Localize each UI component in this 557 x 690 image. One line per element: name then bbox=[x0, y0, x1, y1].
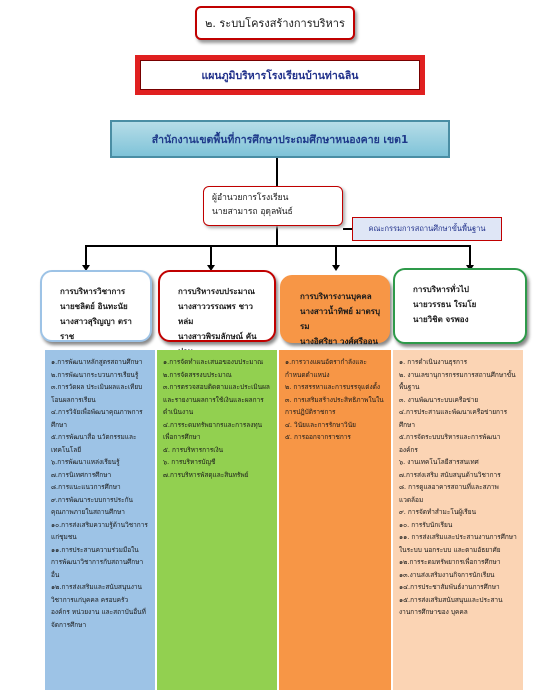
director-role: ผู้อำนวยการโรงเรียน bbox=[212, 193, 289, 203]
dept-academic-person-1: นายชลิตย์ อินทะนัย bbox=[60, 302, 128, 311]
task-item-academic: ๒.การพัฒนากระบวนการเรียนรู้ bbox=[51, 370, 139, 379]
connector-committee bbox=[343, 228, 352, 230]
plan-title: แผนภูมิบริหารโรงเรียนบ้านท่าฉลิน bbox=[140, 60, 420, 90]
task-item-general: ๗.การส่งเสริม สนับสนุนด้านวิชาการ bbox=[399, 470, 501, 479]
arrow-dept-2 bbox=[207, 265, 215, 271]
task-item-budget: ๕. การบริหารการเงิน bbox=[163, 445, 224, 454]
task-item-academic: ๕.การพัฒนาสื่อ นวัตกรรมและเทคโนโลยี bbox=[51, 433, 137, 454]
tasks-general: ๑. การดำเนินงานธุรการ๒. งานเลขานุการกรรม… bbox=[393, 350, 523, 690]
task-item-personnel: ๑.การวางแผนอัตรากำลังและกำหนดตำแหน่ง bbox=[285, 358, 367, 379]
dept-general-title: การบริหารทั่วไป bbox=[413, 285, 469, 294]
task-item-academic: ๑.การพัฒนาหลักสูตรสถานศึกษา bbox=[51, 358, 143, 366]
connector-bus bbox=[85, 245, 470, 247]
task-item-general: ๔.การประสานและพัฒนาเครือข่ายการศึกษา bbox=[399, 408, 508, 429]
connector-office-director bbox=[276, 158, 278, 186]
task-item-general: ๑๕.การส่งเสริมสนับสนุนและประสานงานการศึก… bbox=[399, 595, 503, 617]
tasks-academic: ๑.การพัฒนาหลักสูตรสถานศึกษา๒.การพัฒนากระ… bbox=[45, 350, 155, 690]
task-item-budget: ๓.การตรวจสอบติดตามและประเมินผลและรายงานผ… bbox=[163, 383, 270, 416]
connector-dept-2 bbox=[210, 245, 212, 267]
task-item-personnel: ๔. วินัยและการรักษาวินัย bbox=[285, 420, 356, 429]
section-title-text: ๒. ระบบโครงสร้างการบริหาร bbox=[205, 17, 345, 30]
task-item-general: ๘. การดูแลอาคารสถานที่และสภาพแวดล้อม bbox=[399, 483, 499, 504]
task-item-academic: ๑๒.การส่งเสริมและสนับสนุนงานวิชาการแก่บุ… bbox=[51, 583, 146, 629]
dept-academic-person-2: นางสาวสุริญญา ตราราช bbox=[60, 317, 132, 341]
task-item-personnel: ๓. การเสริมสร้างประสิทธิภาพในในการปฏิบัต… bbox=[285, 395, 384, 417]
task-item-academic: ๖.การพัฒนาแหล่งเรียนรู้ bbox=[51, 458, 120, 466]
dept-budget-title: การบริหารงบประมาณ bbox=[178, 287, 255, 296]
arrow-dept-1 bbox=[82, 265, 90, 271]
task-item-academic: ๑๑.การประสานความร่วมมือในการพัฒนาวิชาการ… bbox=[51, 545, 144, 579]
task-item-general: ๖. งานเทคโนโลยีสารสนเทศ bbox=[399, 458, 479, 466]
dept-budget-person-1: นางสาววรรณพร ชาวหล่ม bbox=[178, 302, 254, 326]
task-item-academic: ๗.การนิเทศการศึกษา bbox=[51, 470, 112, 479]
task-item-personnel: ๕. การออกจากราชการ bbox=[285, 433, 351, 441]
connector-dept-4 bbox=[469, 245, 471, 267]
tasks-personnel: ๑.การวางแผนอัตรากำลังและกำหนดตำแหน่ง๒. ก… bbox=[279, 350, 391, 690]
task-item-academic: ๔.การวิจัยเพื่อพัฒนาคุณภาพการศึกษา bbox=[51, 408, 143, 429]
task-item-general: ๓. งานพัฒนาระบบเครือข่าย bbox=[399, 395, 479, 404]
arrow-dept-3 bbox=[332, 265, 340, 271]
task-item-academic: ๘.การแนะแนวการศึกษา bbox=[51, 483, 121, 491]
task-item-personnel: ๒. การสรรหาและการบรรจุแต่งตั้ง bbox=[285, 383, 381, 391]
task-item-academic: ๓.การวัดผล ประเมินผลและเทียบโอนผลการเรีย… bbox=[51, 383, 143, 404]
task-item-general: ๕.การจัดระบบบริหารและการพัฒนาองค์กร bbox=[399, 433, 501, 454]
task-item-general: ๒. งานเลขานุการกรรมการสถานศึกษาขั้นพื้นฐ… bbox=[399, 370, 516, 392]
task-item-general: ๑๒.การระดมทรัพยากรเพื่อการศึกษา bbox=[399, 558, 501, 566]
task-item-general: ๑๑. การส่งเสริมและประสานงานการศึกษา ในระ… bbox=[399, 533, 517, 554]
dept-personnel-title: การบริหารงานบุคคล bbox=[300, 292, 372, 301]
task-item-general: ๑๓.งานส่งเสริมงานกิจการนักเรียน bbox=[399, 570, 495, 579]
task-item-budget: ๔.การระดมทรัพยากรและการลงทุนเพื่อการศึกษ… bbox=[163, 420, 263, 442]
task-item-budget: ๖. การบริหารบัญชี bbox=[163, 458, 216, 466]
connector-dept-3 bbox=[335, 245, 337, 267]
director-box: ผู้อำนวยการโรงเรียน นายสามารถ อุดุลพันธ์ bbox=[203, 186, 343, 226]
director-name: นายสามารถ อุดุลพันธ์ bbox=[212, 207, 293, 217]
task-item-budget: ๗.การบริหารพัสดุและสินทรัพย์ bbox=[163, 470, 249, 479]
dept-budget: การบริหารงบประมาณ นางสาววรรณพร ชาวหล่ม น… bbox=[158, 270, 276, 356]
task-item-general: ๑. การดำเนินงานธุรการ bbox=[399, 358, 468, 366]
task-item-academic: ๑๐.การส่งเสริมความรู้ด้านวิชาการแก่ชุมชน bbox=[51, 520, 148, 542]
dept-general-person-2: นายวิชิต จรพอง bbox=[413, 315, 469, 324]
dept-personnel: การบริหารงานบุคคล นางสาวน้ำทิพย์ มาตรบุร… bbox=[280, 275, 390, 346]
dept-personnel-person-2: นางอิศริยา วงศ์ศรีออน bbox=[300, 337, 378, 346]
dept-academic-title: การบริหารวิชาการ bbox=[60, 287, 126, 296]
section-title: ๒. ระบบโครงสร้างการบริหาร bbox=[195, 6, 355, 40]
connector-dept-1 bbox=[85, 245, 87, 267]
dept-academic: การบริหารวิชาการ นายชลิตย์ อินทะนัย นางส… bbox=[40, 270, 152, 342]
dept-general: การบริหารทั่วไป นายวรรธน ใรมโย นายวิชิต … bbox=[393, 268, 527, 344]
task-item-general: ๑๔.การประชาสัมพันธ์งานการศึกษา bbox=[399, 583, 500, 591]
office-box: สำนักงานเขตพื้นที่การศึกษาประถมศึกษาหนอง… bbox=[110, 120, 450, 158]
dept-general-person-1: นายวรรธน ใรมโย bbox=[413, 300, 477, 309]
task-item-general: ๙. การจัดทำสำมะโนผู้เรียน bbox=[399, 508, 477, 516]
task-item-general: ๑๐. การรับนักเรียน bbox=[399, 520, 453, 529]
committee-box: คณะกรรมการสถานศึกษาขั้นพื้นฐาน bbox=[352, 217, 502, 241]
connector-director-bus bbox=[276, 226, 278, 246]
plan-banner: แผนภูมิบริหารโรงเรียนบ้านท่าฉลิน bbox=[135, 55, 425, 95]
task-item-academic: ๙.การพัฒนาระบบการประกันคุณภาพภายในสถานศึ… bbox=[51, 495, 133, 517]
task-item-budget: ๑.การจัดทำและเสนอของบประมาณ bbox=[163, 358, 264, 366]
tasks-budget: ๑.การจัดทำและเสนอของบประมาณ๒.การจัดสรรงบ… bbox=[157, 350, 277, 690]
dept-personnel-person-1: นางสาวน้ำทิพย์ มาตรบุรม bbox=[300, 307, 381, 331]
task-item-budget: ๒.การจัดสรรงบประมาณ bbox=[163, 370, 232, 379]
